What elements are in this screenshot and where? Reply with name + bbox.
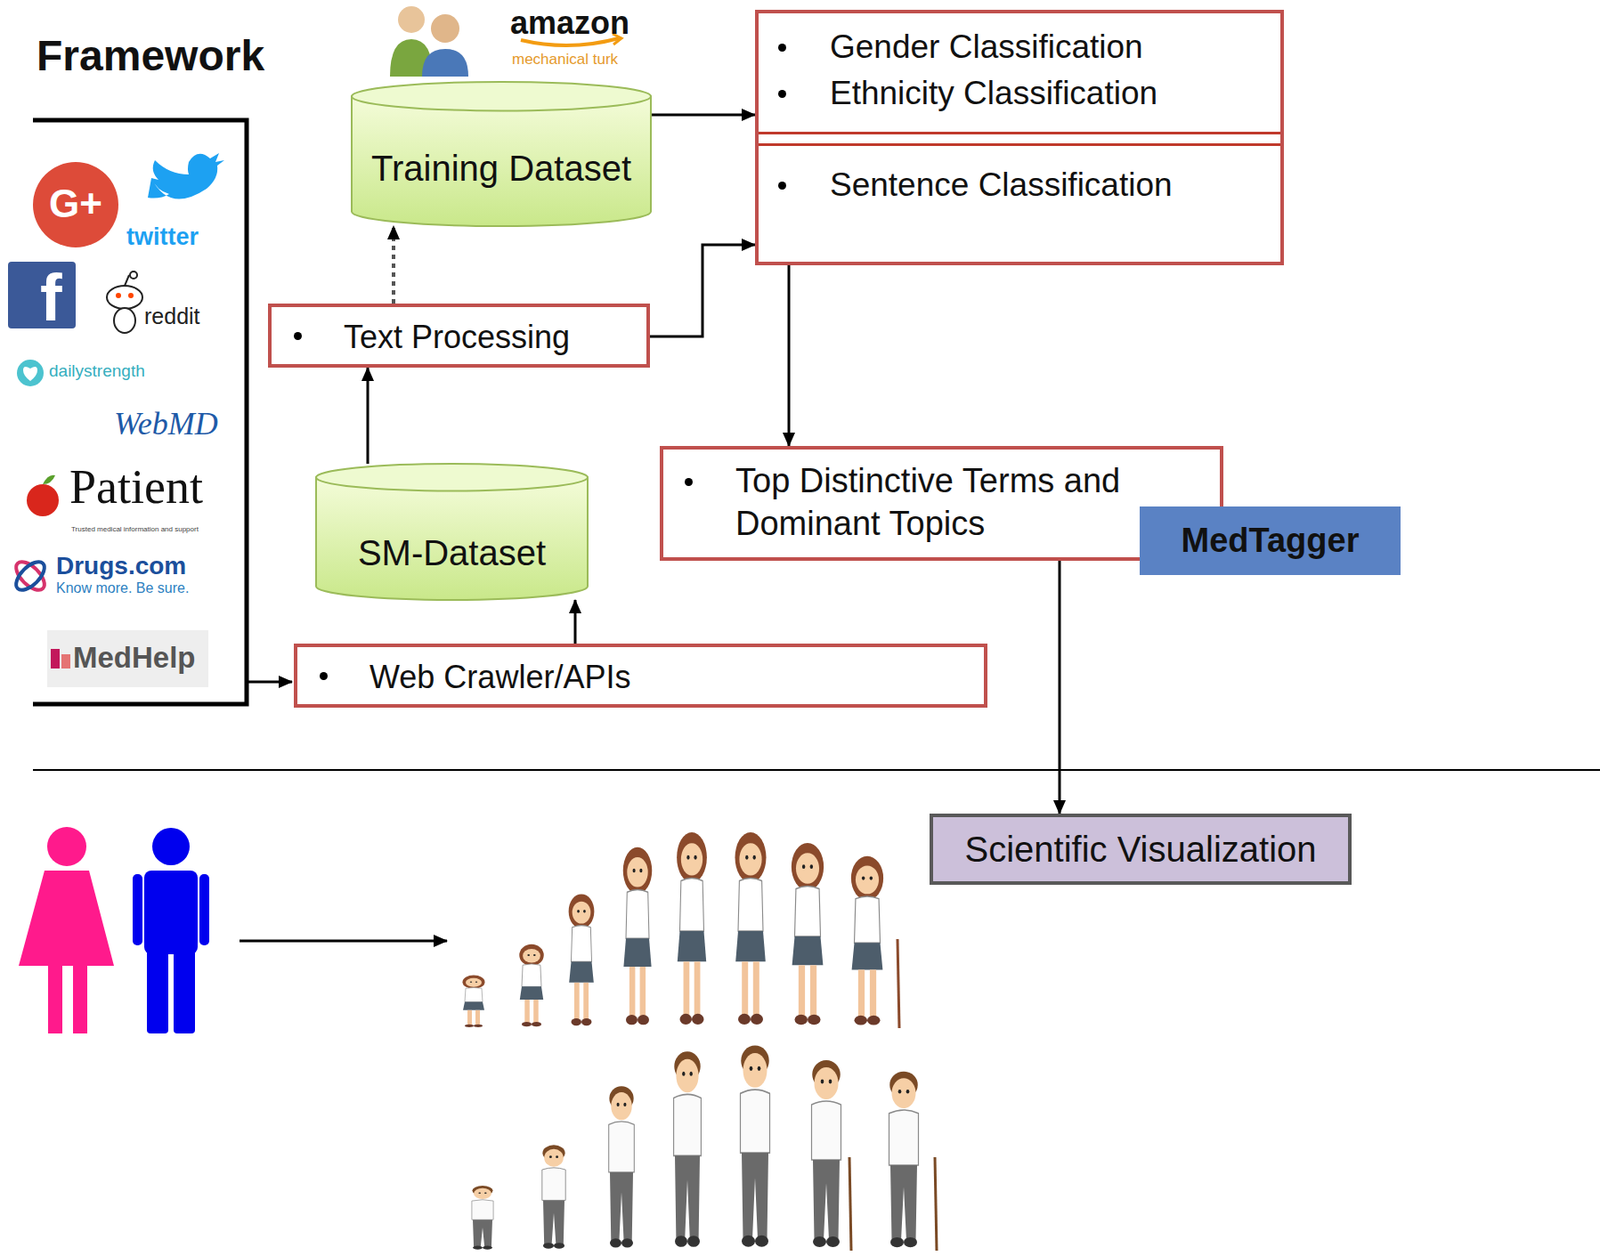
connector-arrow bbox=[787, 265, 791, 447]
label-wrap: WebMD bbox=[113, 405, 219, 444]
label-wrap: Drugs.com bbox=[56, 551, 187, 582]
bullet-dot bbox=[319, 672, 328, 681]
logo-text: mechanical turk bbox=[511, 50, 618, 69]
process-box: Gender ClassificationEthnicity Classific… bbox=[755, 9, 1284, 266]
logo-text: WebMD bbox=[113, 405, 219, 444]
cylinder-body bbox=[351, 96, 651, 227]
box-text: Ethnicity Classification bbox=[829, 73, 1158, 114]
logo-text: MedHelp bbox=[73, 640, 196, 676]
cylinder-body bbox=[316, 477, 588, 601]
text-wrap: Sentence Classification bbox=[829, 165, 1173, 205]
text-wrap: Ethnicity Classification bbox=[829, 73, 1158, 114]
cylinder-top bbox=[316, 463, 588, 492]
connector-arrow bbox=[649, 244, 756, 337]
label-wrap: dailystrength bbox=[48, 361, 146, 382]
bullet-dot bbox=[778, 89, 787, 98]
label-wrap: twitter bbox=[126, 222, 199, 252]
logo-tagline: Trusted medical information and support bbox=[71, 525, 199, 535]
box-text: Scientific Visualization bbox=[964, 828, 1316, 871]
connector-arrow bbox=[574, 600, 577, 644]
box-text: Gender Classification bbox=[829, 27, 1144, 67]
text-wrap: Gender Classification bbox=[829, 27, 1144, 67]
connector-arrow bbox=[391, 226, 396, 304]
cylinder-top bbox=[351, 81, 651, 111]
divider-line bbox=[758, 143, 1281, 147]
box-text: Sentence Classification bbox=[829, 165, 1173, 205]
label-wrap: Know more. Be sure. bbox=[56, 579, 189, 597]
label-wrap: mechanical turk bbox=[511, 50, 618, 69]
logo-text: reddit bbox=[144, 302, 201, 330]
box-text: MedTagger bbox=[1181, 520, 1360, 562]
connector-arrow bbox=[366, 367, 370, 464]
output-box: Scientific Visualization bbox=[929, 813, 1352, 886]
label-wrap: MedHelp bbox=[73, 640, 196, 676]
connector-arrow bbox=[650, 113, 756, 117]
box-text: Training Dataset bbox=[371, 146, 632, 190]
text-wrap: Top Distinctive Terms and Dominant Topic… bbox=[735, 460, 1199, 545]
text-wrap: Web Crawler/APIs bbox=[369, 657, 631, 697]
bullet-dot bbox=[684, 478, 693, 487]
logo-text: Drugs.com bbox=[56, 551, 187, 582]
logo-text: twitter bbox=[126, 222, 199, 252]
label-wrap: f bbox=[40, 265, 63, 332]
divider-line bbox=[758, 131, 1281, 135]
bullet-dot bbox=[293, 332, 302, 341]
logo-text: amazon bbox=[510, 3, 630, 42]
logo-text: dailystrength bbox=[48, 361, 146, 382]
label-wrap: Trusted medical information and support bbox=[71, 519, 199, 536]
label-wrap: amazon bbox=[510, 3, 630, 42]
label-wrap: G+ bbox=[32, 180, 119, 228]
logo-text: f bbox=[40, 265, 63, 332]
box-text: Top Distinctive Terms and Dominant Topic… bbox=[735, 460, 1199, 545]
dataset-cylinder: SM-Dataset bbox=[316, 463, 588, 601]
bullet-dot bbox=[778, 181, 787, 190]
connector-arrow bbox=[1058, 560, 1062, 814]
process-box: Web Crawler/APIs bbox=[293, 643, 988, 708]
process-box: Text Processing bbox=[268, 303, 650, 368]
logo-text: G+ bbox=[48, 180, 103, 228]
cylinder-outline bbox=[316, 463, 588, 601]
text-wrap: Text Processing bbox=[343, 317, 570, 357]
dataset-cylinder: Training Dataset bbox=[351, 81, 651, 227]
box-text: Web Crawler/APIs bbox=[369, 657, 631, 697]
logo-text: Patient bbox=[69, 461, 204, 514]
box-text: Text Processing bbox=[343, 317, 570, 357]
label-wrap: reddit bbox=[144, 302, 201, 330]
title-wrap: Framework bbox=[36, 30, 265, 82]
logo-tagline: Know more. Be sure. bbox=[56, 579, 189, 597]
bullet-dot bbox=[778, 43, 787, 52]
box-text: SM-Dataset bbox=[357, 531, 546, 575]
tool-label-box: MedTagger bbox=[1139, 506, 1401, 576]
diagram-title: Framework bbox=[36, 30, 265, 82]
label-wrap: Patient bbox=[69, 461, 204, 514]
